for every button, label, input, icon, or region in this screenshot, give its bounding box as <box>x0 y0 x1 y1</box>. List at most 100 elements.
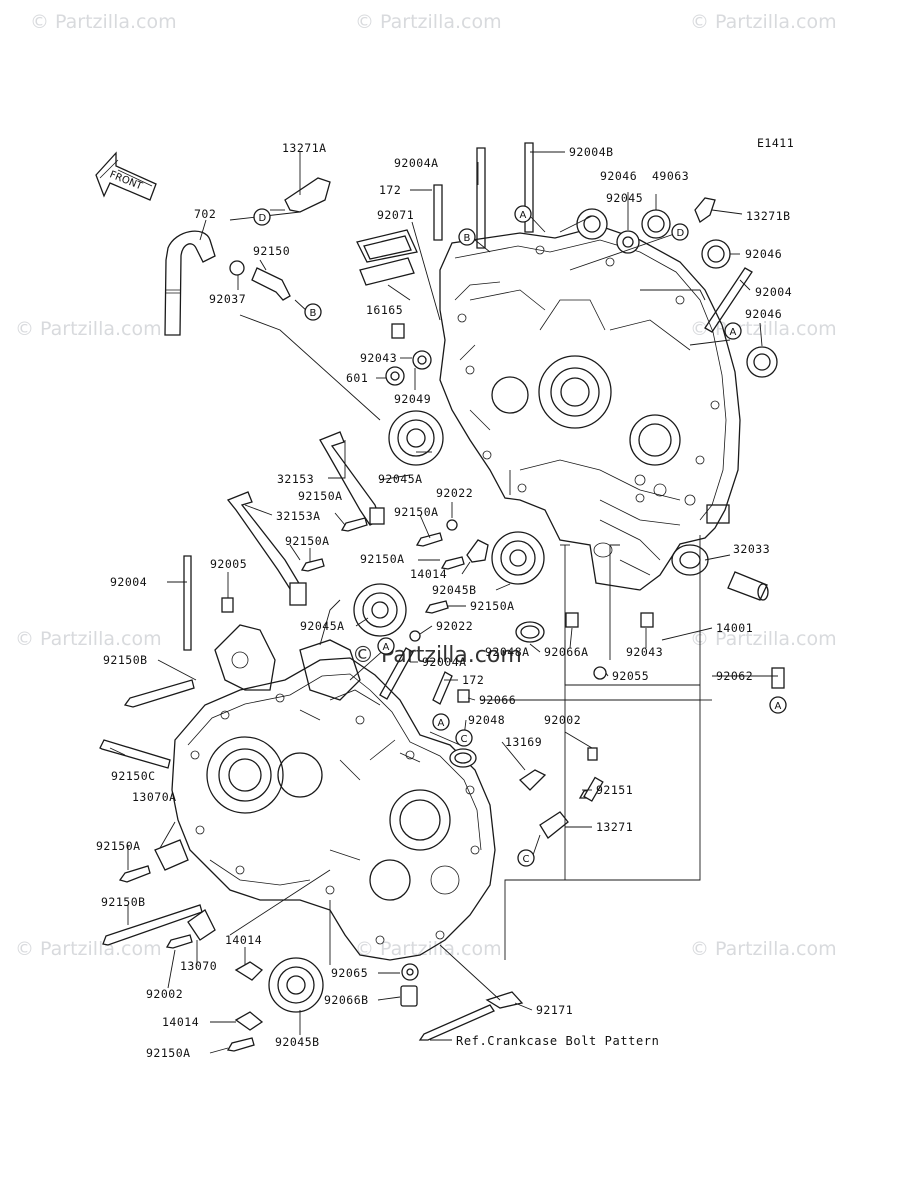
hose-icon <box>164 230 216 336</box>
stud-icon <box>432 671 453 705</box>
part-label: 92022 <box>436 486 473 500</box>
plate-icon <box>187 909 216 941</box>
lower-crankcase <box>171 624 496 961</box>
callout-c: C <box>517 849 535 867</box>
plug-icon <box>771 667 785 689</box>
part-label: 92150A <box>360 552 405 566</box>
part-label: 14001 <box>716 621 753 635</box>
part-label: 92065 <box>331 966 368 980</box>
bolt-icon <box>226 1037 255 1052</box>
svg-text:D: D <box>259 213 267 224</box>
part-label: 13271A <box>282 141 327 155</box>
part-label: 92004 <box>110 575 147 589</box>
part-label: 92150A <box>470 599 515 613</box>
part-label: 92171 <box>536 1003 573 1017</box>
svg-text:A: A <box>730 327 737 338</box>
bearing-icon <box>616 230 640 254</box>
watermark-text: © Partzilla.com <box>30 11 177 33</box>
bolt-icon <box>118 865 151 883</box>
breather-icon <box>727 571 768 601</box>
diagram-code: E1411 <box>757 136 794 150</box>
svg-text:A: A <box>438 718 445 729</box>
part-label: 92022 <box>436 619 473 633</box>
bolt-icon <box>415 532 443 547</box>
washer-icon <box>401 963 419 981</box>
part-label: 92062 <box>716 669 753 683</box>
callout-d: D <box>253 208 271 226</box>
callout-a: A <box>769 696 787 714</box>
part-label: 92049 <box>394 392 431 406</box>
dowel-icon <box>640 612 654 628</box>
part-label: 14014 <box>162 1015 199 1029</box>
bolt-icon <box>418 1004 495 1041</box>
svg-text:A: A <box>775 701 782 712</box>
bearing-icon <box>388 410 444 466</box>
part-label: 92150 <box>253 244 290 258</box>
watermark-text: © Partzilla.com <box>690 628 837 650</box>
stud-icon <box>433 184 443 241</box>
part-label: 49063 <box>652 169 689 183</box>
callout-d: D <box>671 223 689 241</box>
part-label: 92151 <box>596 783 633 797</box>
bracket-icon <box>284 177 331 213</box>
callout-a: A <box>514 205 532 223</box>
bearing-icon <box>353 583 407 637</box>
watermark-text: © Partzilla.com <box>15 318 162 340</box>
part-label: 92055 <box>612 669 649 683</box>
part-label: 32153A <box>276 509 321 523</box>
part-label: 92002 <box>146 987 183 1001</box>
part-label: 92150A <box>146 1046 191 1060</box>
svg-text:D: D <box>677 228 685 239</box>
pipe-end-icon <box>369 507 385 525</box>
callout-a: A <box>724 322 742 340</box>
part-label: 32033 <box>733 542 770 556</box>
part-label: 14014 <box>225 933 262 947</box>
seal-icon <box>412 350 432 370</box>
clip-icon <box>485 991 524 1009</box>
leader-lines <box>109 151 778 1054</box>
dowel-icon <box>457 689 470 703</box>
bolt-icon <box>340 517 368 532</box>
dowel-icon <box>565 612 579 628</box>
upper-crankcase <box>439 225 741 591</box>
callouts: D B B A D A A A C C A <box>253 205 787 867</box>
watermark-text: © Partzilla.com <box>690 11 837 33</box>
plate-icon <box>154 839 189 871</box>
watermark-text: © Partzilla.com <box>690 938 837 960</box>
part-label: 92071 <box>377 208 414 222</box>
part-label: 92045A <box>378 472 423 486</box>
part-label: 13271B <box>746 209 791 223</box>
part-label: 92150A <box>394 505 439 519</box>
bearing-icon <box>268 957 324 1013</box>
part-label: 16165 <box>366 303 403 317</box>
part-label: 92046 <box>745 307 782 321</box>
reference-note: Ref.Crankcase Bolt Pattern <box>456 1034 659 1048</box>
part-label: 92150A <box>298 489 343 503</box>
plate-icon <box>466 539 489 563</box>
watermark-text: © Partzilla.com <box>15 628 162 650</box>
clamp-icon <box>229 260 245 276</box>
part-label: 601 <box>346 371 368 385</box>
bolt-icon <box>102 904 203 946</box>
dowel-icon <box>391 323 405 339</box>
bolt-icon <box>583 776 604 802</box>
bolt-icon <box>300 558 325 572</box>
part-label: 92046 <box>745 247 782 261</box>
watermarks: © Partzilla.com © Partzilla.com © Partzi… <box>15 11 837 960</box>
part-label: 702 <box>194 207 216 221</box>
bolt-icon <box>587 747 598 761</box>
dowel-icon <box>221 597 234 613</box>
oil-pipe-icon <box>226 491 301 593</box>
plate-icon <box>234 1011 264 1031</box>
part-label: 92048A <box>485 645 530 659</box>
part-label: 92048 <box>468 713 505 727</box>
part-label: 92004A <box>422 655 467 669</box>
o-ring-icon <box>593 666 607 680</box>
part-label: 172 <box>379 183 401 197</box>
stud-icon <box>379 647 414 700</box>
svg-text:C: C <box>523 854 530 865</box>
part-label: 92045A <box>300 619 345 633</box>
part-label: 14014 <box>410 567 447 581</box>
plate-icon <box>234 961 264 981</box>
